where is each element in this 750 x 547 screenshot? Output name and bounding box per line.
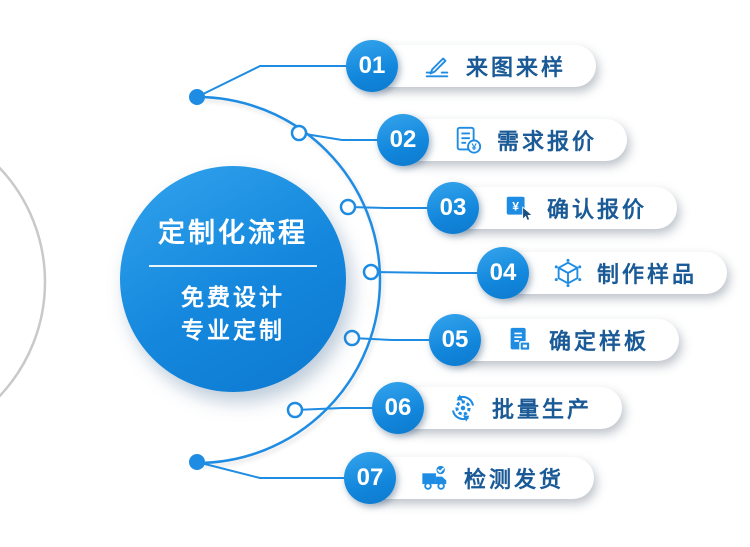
step-label: 确定样板 (549, 329, 650, 354)
step-label-pill: ¥ 需求报价 (399, 119, 627, 161)
mass-production-icon (448, 393, 478, 423)
svg-text:¥: ¥ (471, 142, 477, 152)
svg-text:¥: ¥ (512, 199, 519, 213)
step-label: 制作样品 (597, 262, 698, 287)
node-dot-3 (339, 198, 357, 216)
node-dot-1 (189, 89, 205, 105)
node-dot-6 (286, 401, 304, 419)
make-sample-icon (553, 258, 583, 288)
step-label: 确认报价 (547, 197, 648, 222)
step-label-pill: 批量生产 (394, 387, 622, 429)
step-label: 批量生产 (492, 397, 593, 422)
quote-document-icon: ¥ (453, 125, 483, 155)
delivery-truck-icon (420, 463, 450, 493)
step-label-pill: ¥ 确认报价 (449, 187, 677, 229)
drawing-sample-icon (422, 51, 452, 81)
node-dots (189, 89, 380, 470)
step-label: 需求报价 (497, 129, 598, 154)
connector-line-1 (196, 65, 372, 98)
confirm-price-icon: ¥ (503, 193, 533, 223)
step-number-badge: 05 (429, 314, 481, 366)
step-number-badge: 06 (372, 382, 424, 434)
step-number-badge: 03 (427, 182, 479, 234)
step-label: 来图来样 (466, 55, 567, 80)
step-label-pill: 制作样品 (499, 252, 727, 294)
node-dot-7 (189, 454, 205, 470)
center-badge: 定制化流程 免费设计 专业定制 (120, 166, 346, 392)
connector-line-7 (196, 461, 370, 479)
step-label-pill: 来图来样 (368, 45, 596, 87)
step-label-pill: 检测发货 (366, 457, 594, 499)
step-label: 检测发货 (464, 467, 565, 492)
node-dot-2 (290, 124, 308, 142)
confirm-template-icon (505, 325, 535, 355)
center-subtitle-line2: 专业定制 (181, 317, 285, 343)
node-dot-5 (343, 329, 361, 347)
center-divider (149, 264, 317, 267)
step-number-badge: 02 (377, 114, 429, 166)
step-label-pill: 确定样板 (451, 319, 679, 361)
step-number-badge: 01 (346, 40, 398, 92)
center-subtitle-line1: 免费设计 (181, 283, 285, 310)
center-title: 定制化流程 (158, 217, 308, 248)
step-number-badge: 07 (344, 452, 396, 504)
left-gray-arc (0, 166, 47, 398)
main-blue-arc (196, 95, 382, 465)
step-number-badge: 04 (477, 247, 529, 299)
node-dot-4 (362, 263, 380, 281)
